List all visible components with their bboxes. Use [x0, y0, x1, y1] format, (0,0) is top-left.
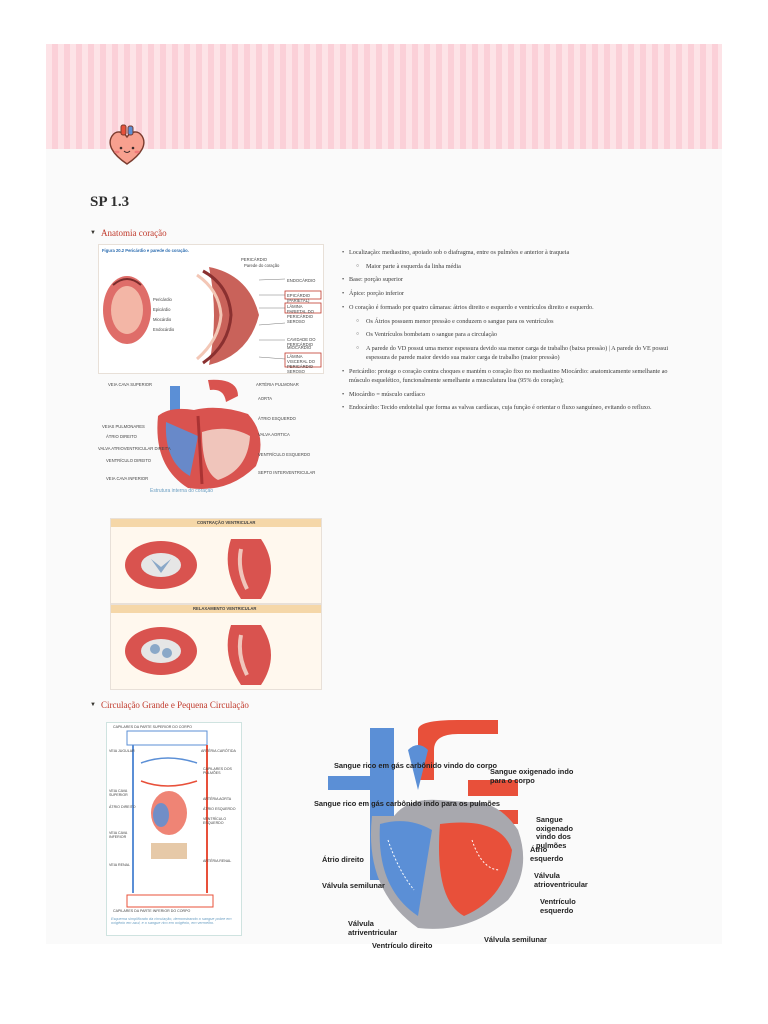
toggle-label: Circulação Grande e Pequena Circulação: [100, 700, 249, 710]
list-item: Endocárdio: Tecido endotelial que forma …: [340, 403, 690, 412]
interior-caption: Estrutura interna do coração: [150, 488, 214, 494]
label-left-mid: Sangue rico em gás carbônido indo para o…: [314, 799, 501, 808]
label-veia-cava-inf-2: VEIA CAVA INFERIOR: [109, 831, 128, 839]
page-cover: [46, 44, 722, 149]
list-item: Os Átrios possuem menor pressão e conduz…: [340, 317, 690, 326]
circulation-illustration: [126, 730, 214, 908]
label-endocardio: Endocárdio: [153, 327, 175, 332]
label-capilares-sup: CAPILARES DA PARTE SUPERIOR DO CORPO: [113, 725, 192, 729]
label-miocardio: Miocárdio: [153, 317, 172, 322]
label-veias-pulmonares: VEIAS PULMONARES: [102, 424, 145, 429]
label-valva-av-direita: VALVA ATRIOVENTRICULAR DIREITA: [98, 446, 171, 451]
list-item: Pericárdio: protege o coração contra cho…: [340, 367, 690, 385]
list-item: Ápice: porção inferior: [340, 289, 690, 298]
label-parede: Parede do coração: [244, 263, 280, 268]
triangle-down-icon: ▼: [90, 230, 96, 236]
label-ventriculo-esq-2: VENTRÍCULO ESQUERDO: [203, 817, 227, 825]
label-atrio-esquerdo-2: ÁTRIO ESQUERDO: [203, 807, 236, 811]
toggle-circulacao[interactable]: ▼ Circulação Grande e Pequena Circulação: [90, 700, 249, 710]
triangle-down-icon: ▼: [90, 702, 96, 708]
heart-interior-figure: VEIA CAVA SUPERIOR ARTÉRIA PULMONAR VEIA…: [98, 376, 322, 496]
label-atrio-esquerdo-d: Átrio esquerdo: [530, 845, 564, 863]
label-septo: SEPTO INTERVENTRICULAR: [258, 470, 316, 475]
label-aorta: AORTA: [258, 396, 273, 401]
label-ventriculo-direito: VENTRÍCULO DIREITO: [106, 458, 152, 463]
circulation-schematic: CAPILARES DA PARTE SUPERIOR DO CORPO VEI…: [106, 722, 242, 936]
list-item: Os Ventrículos bombeiam o sangue para a …: [340, 330, 690, 339]
page-title: SP 1.3: [90, 194, 130, 210]
label-lamina-parietal: LÂMINA PARIETAL DO PERICÁRDIO SEROSO: [287, 304, 314, 324]
label-veia-renal: VEIA RENAL: [109, 863, 130, 867]
relaxation-figure: RELAXAMENTO VENTRICULAR: [110, 604, 322, 690]
label-atrio-esquerdo: ÁTRIO ESQUERDO: [258, 416, 296, 421]
list-item: Miocárdio = músculo cardíaco: [340, 390, 690, 399]
list-item: Base: porção superior: [340, 275, 690, 284]
label-miocardio-2: MIOCÁRDIO: [287, 345, 312, 350]
list-item: Maior parte à esquerda da linha média: [340, 262, 690, 271]
heart-icon[interactable]: [104, 122, 150, 168]
label-valva-aortica: VALVA AORTICA: [258, 432, 290, 437]
circulation-caption: Esquema simplificado da circulação, demo…: [111, 917, 232, 925]
figure-caption: Figura 20.2 Pericárdio e parede do coraç…: [102, 248, 189, 253]
label-valvula-semilunar-b: Válvula semilunar: [484, 935, 547, 944]
relaxation-illustration: [125, 625, 271, 685]
label-atrio-direito: ÁTRIO DIREITO: [106, 434, 137, 439]
label-top-right: Sangue oxigenado indo para o corpo: [490, 767, 574, 785]
label-arteria-aorta: ARTÉRIA AORTA: [203, 797, 232, 801]
label-arteria-carotida: ARTÉRIA CARÓTIDA: [201, 749, 236, 753]
contraction-title: CONTRAÇÃO VENTRICULAR: [197, 520, 256, 525]
list-item: A parede do VD possui uma menor espessur…: [340, 344, 690, 362]
label-capilares-pulmoes: CAPILARES DOS PULMÕES: [203, 767, 232, 775]
document-page: SP 1.3 ▼ Anatomia coração Figura 20.2 Pe…: [46, 44, 722, 950]
toggle-anatomia[interactable]: ▼ Anatomia coração: [90, 228, 167, 238]
label-cavidade: CAVIDADE DO PERICÁRDIO: [287, 337, 316, 347]
label-capilares-inf: CAPILARES DA PARTE INFERIOR DO CORPO: [113, 909, 191, 913]
label-arteria-pulmonar: ARTÉRIA PULMONAR: [256, 382, 299, 387]
label-right-mid: Sangue oxigenado vindo dos pulmões: [536, 815, 573, 850]
list-item: O coração é formado por quatro câmaras: …: [340, 303, 690, 312]
label-atrio-direito-d: Átrio direito: [322, 855, 364, 864]
label-ventriculo-esquerdo-d: Ventrículo esquerdo: [540, 897, 576, 915]
label-veia-cava-sup-2: VEIA CAVA SUPERIOR: [109, 789, 128, 797]
blood-flow-diagram: Sangue rico em gás carbônido vindo do co…: [268, 720, 588, 944]
label-lamina-visceral: LÂMINA VISCERAL DO PERICÁRDIO SEROSO: [287, 354, 316, 374]
label-ventriculo-direito-d: Ventrículo direito: [372, 941, 433, 950]
pericardium-illustration: [103, 267, 322, 368]
label-epicardio: Epicárdio: [153, 307, 171, 312]
label-endocardio-2: ENDOCÁRDIO: [287, 278, 316, 283]
label-pericardio-2: Pericárdio: [153, 297, 172, 302]
anatomia-bullet-list: Localização: mediastino, apoiado sob o d…: [340, 248, 690, 417]
label-veia-cava-inf: VEIA CAVA INFERIOR: [106, 476, 149, 481]
relaxation-title: RELAXAMENTO VENTRICULAR: [193, 606, 257, 611]
label-atrio-direito-2: ÁTRIO DIREITO: [109, 805, 136, 809]
label-veia-jugular: VEIA JUGULAR: [109, 749, 135, 753]
label-valvula-av-l: Válvula atriventricular: [348, 919, 398, 937]
list-item: Localização: mediastino, apoiado sob o d…: [340, 248, 690, 257]
label-arteria-renal: ARTÉRIA RENAL: [203, 859, 232, 863]
label-ventriculo-esquerdo: VENTRÍCULO ESQUERDO: [258, 452, 311, 457]
heart-interior-illustration: [157, 379, 261, 490]
blood-flow-illustration: [328, 720, 524, 929]
toggle-label: Anatomia coração: [100, 228, 167, 238]
label-valvula-av-r: Válvula atrioventricular: [534, 871, 588, 889]
label-pericardio: PERICÁRDIO: [241, 257, 268, 262]
label-epicardio-2: EPICÁRDIO (PARIETAL): [287, 293, 311, 303]
contraction-figure: CONTRAÇÃO VENTRICULAR: [110, 518, 322, 604]
label-valvula-semilunar-l: Válvula semilunar: [322, 881, 385, 890]
label-top-left: Sangue rico em gás carbônido vindo do co…: [334, 761, 498, 770]
pericardium-figure: Figura 20.2 Pericárdio e parede do coraç…: [98, 244, 324, 374]
contraction-illustration: [125, 539, 271, 599]
label-veia-cava-sup: VEIA CAVA SUPERIOR: [108, 382, 153, 387]
